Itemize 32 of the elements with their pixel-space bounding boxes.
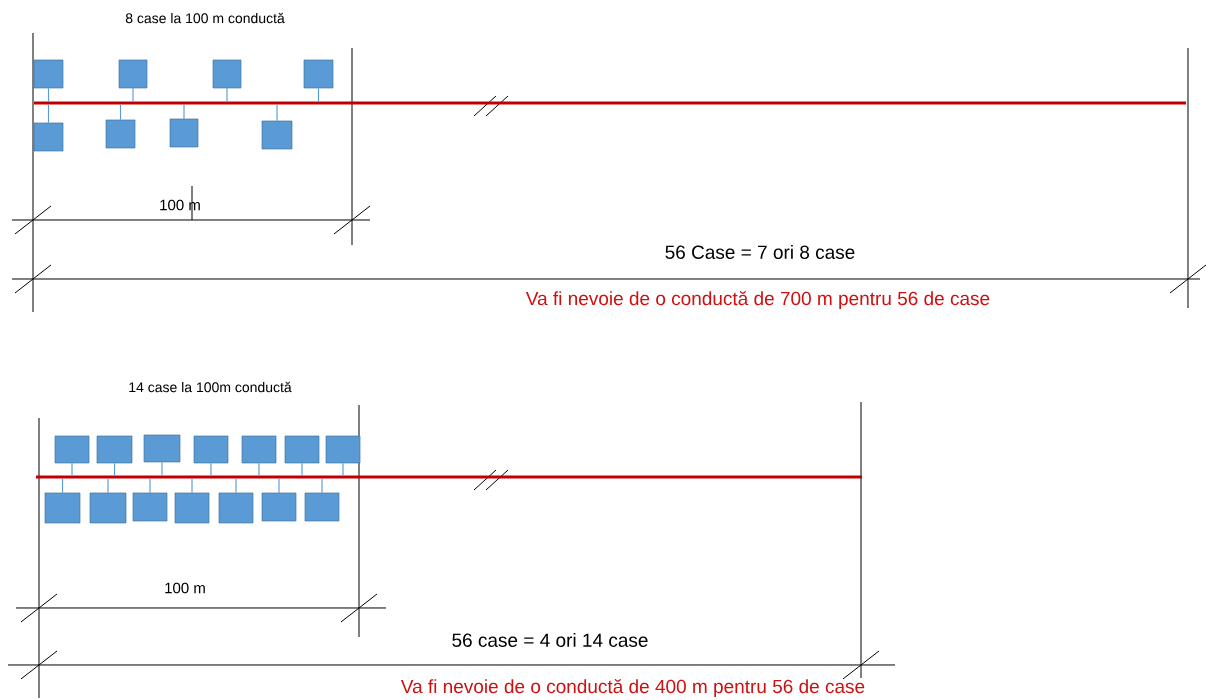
caption-text: 8 case la 100 m conductă: [125, 12, 285, 24]
pipe-line: [36, 475, 862, 479]
house-box: [193, 435, 229, 464]
house-box: [143, 434, 181, 463]
house-box: [132, 492, 168, 522]
house-box: [261, 492, 297, 522]
house-box: [303, 59, 334, 89]
house-box: [89, 492, 127, 524]
note-text: Va fi nevoie de o conductă de 400 m pentru 56 de case: [400, 679, 865, 697]
house-box: [118, 59, 148, 89]
house-box: [54, 435, 90, 464]
house-box: [218, 492, 254, 524]
house-box: [304, 492, 340, 522]
caption-text: 14 case la 100m conductă: [129, 381, 292, 393]
house-box: [261, 120, 293, 150]
equation-text: 56 case = 4 ori 14 case: [452, 633, 648, 647]
house-box: [325, 435, 361, 464]
note-text: Va fi nevoie de o conductă de 700 m pentru 56 de case: [525, 291, 990, 309]
house-box: [33, 59, 64, 89]
house-box: [174, 492, 210, 524]
house-box: [169, 118, 199, 148]
house-box: [241, 435, 277, 464]
dimension-label: 100 m: [165, 582, 205, 594]
house-box: [44, 492, 81, 524]
pipe-line: [34, 101, 1186, 105]
equation-text: 56 Case = 7 ori 8 case: [665, 245, 855, 259]
dimension-label: 100 m: [160, 199, 200, 211]
house-box: [284, 435, 320, 464]
house-box: [212, 59, 242, 89]
house-box: [105, 119, 136, 149]
house-box: [33, 122, 64, 152]
house-box: [96, 435, 133, 464]
